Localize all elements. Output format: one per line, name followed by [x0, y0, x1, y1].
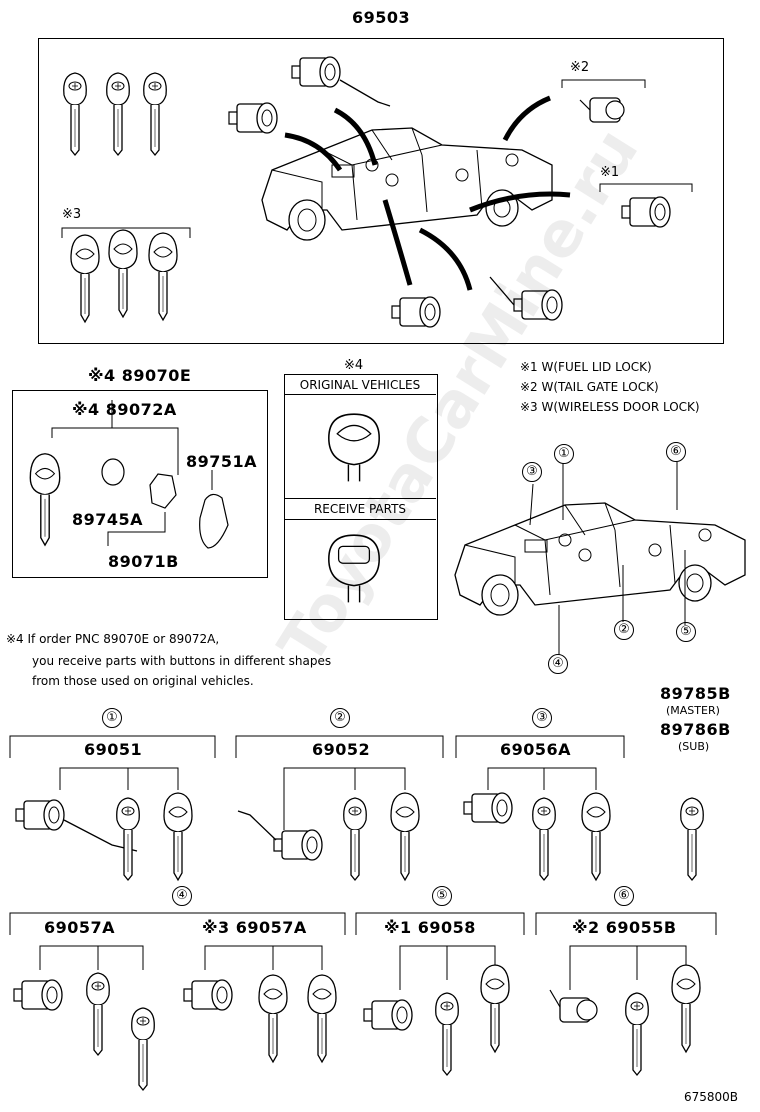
part-number-69057a: 69057A: [44, 918, 116, 937]
figure-code: 675800B: [684, 1090, 739, 1104]
part-number-69058: ※1 69058: [384, 918, 476, 937]
part-number-89071b: 89071B: [108, 552, 179, 571]
truck-callout-6: ⑥: [666, 442, 686, 462]
transmitter-box: [12, 390, 268, 578]
mark-2: ※2: [570, 60, 590, 75]
note-tail-gate: ※2 W(TAIL GATE LOCK): [520, 380, 659, 394]
label-original-vehicles: ORIGINAL VEHICLES: [299, 378, 421, 392]
truck-callout-3: ③: [522, 462, 542, 482]
truck-callout-5: ⑤: [676, 622, 696, 642]
truck-callout-2: ②: [614, 620, 634, 640]
part-number-89070e: ※4 89070E: [88, 366, 192, 385]
label-sub: (SUB): [678, 740, 710, 753]
part-number-89745a: 89745A: [72, 510, 144, 529]
mark-3: ※3: [62, 207, 82, 222]
group-callout-5: ⑤: [432, 886, 452, 906]
part-number-89072a: ※4 89072A: [72, 400, 177, 419]
truck-callout-1: ①: [554, 444, 574, 464]
group-callout-6: ⑥: [614, 886, 634, 906]
note-wireless: ※3 W(WIRELESS DOOR LOCK): [520, 400, 700, 414]
footnote-line-3: from those used on original vehicles.: [32, 674, 254, 688]
compare-mark: ※4: [344, 358, 364, 373]
note-fuel-lid: ※1 W(FUEL LID LOCK): [520, 360, 652, 374]
label-master: (MASTER): [666, 704, 720, 717]
part-number-89751a: 89751A: [186, 452, 258, 471]
part-number-69057a-wireless: ※3 69057A: [202, 918, 307, 937]
truck-callout-4: ④: [548, 654, 568, 674]
part-number-89786b: 89786B: [660, 720, 731, 739]
footnote-line-2: you receive parts with buttons in differ…: [32, 654, 332, 668]
main-assembly-box: [38, 38, 724, 344]
part-number-69055b: ※2 69055B: [572, 918, 677, 937]
part-number-69051: 69051: [84, 740, 143, 759]
part-number-69056a: 69056A: [500, 740, 572, 759]
group-callout-1: ①: [102, 708, 122, 728]
part-number-69052: 69052: [312, 740, 371, 759]
group-callout-4: ④: [172, 886, 192, 906]
group-callout-3: ③: [532, 708, 552, 728]
label-receive-parts: RECEIVE PARTS: [313, 502, 407, 516]
footnote-line-1: ※4 If order PNC 89070E or 89072A,: [6, 632, 220, 646]
compare-box: [284, 374, 438, 620]
group-callout-2: ②: [330, 708, 350, 728]
part-number-main: 69503: [352, 8, 411, 27]
mark-1: ※1: [600, 165, 620, 180]
part-number-89785b: 89785B: [660, 684, 731, 703]
